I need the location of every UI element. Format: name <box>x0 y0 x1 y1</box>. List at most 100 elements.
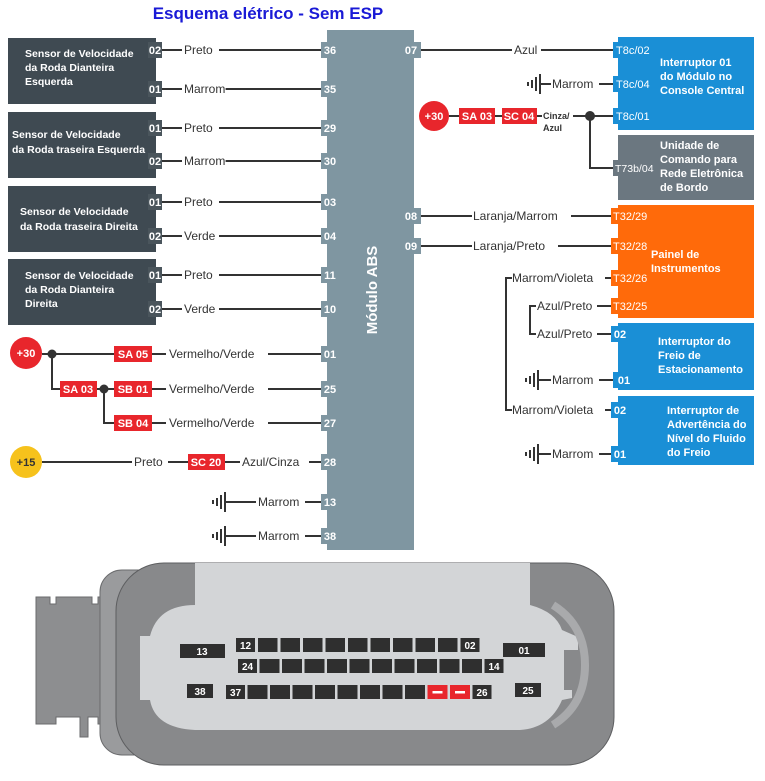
box-label-line: do Módulo no <box>660 71 732 83</box>
box-label-line: do Freio <box>667 447 711 459</box>
sensor-pin-number: 01 <box>149 197 161 209</box>
box-label-line: de Bordo <box>660 182 709 194</box>
module-pin-tab <box>321 528 339 544</box>
connector-pin <box>259 659 280 673</box>
connector-pin <box>282 659 302 673</box>
connector-pin-tab <box>613 160 658 176</box>
sensor-pin-tab <box>148 228 162 244</box>
wire-color-label: Marrom/Violeta <box>512 403 593 417</box>
module-pin-tab <box>321 494 339 510</box>
module-pin-number: 35 <box>324 84 336 96</box>
sensor-box <box>8 112 156 178</box>
box-label-line: Painel de <box>651 249 699 261</box>
minus-icon <box>432 691 443 694</box>
wire-color-label: Preto <box>184 268 213 282</box>
connector-pin-number: 12 <box>240 641 252 652</box>
wire <box>51 354 60 390</box>
connector-pin <box>484 659 504 673</box>
connector-pin-tab <box>613 76 653 92</box>
sensor-pin-tab <box>148 267 162 283</box>
wire-color-label: Vermelho/Verde <box>169 416 255 430</box>
connector-pin-tab <box>611 446 629 462</box>
connector-pin-label: T32/25 <box>613 301 647 313</box>
box-label-line: Nível do Fluido <box>667 433 746 445</box>
wire-color-label: Azul/Preto <box>537 299 593 313</box>
box-label-line: Advertência do <box>667 419 747 431</box>
module-pin-number: 08 <box>405 211 417 223</box>
connector-pin-number: 24 <box>242 662 254 673</box>
wire-color-label: Marrom <box>552 447 593 461</box>
connector-pin-label: T32/26 <box>613 273 647 285</box>
connector-pin <box>370 638 390 652</box>
sensor-pin-number: 01 <box>149 84 161 96</box>
wire-color-label: Marrom <box>184 154 225 168</box>
module-pin-number: 27 <box>324 418 336 430</box>
connector-pin <box>372 659 392 673</box>
connector-pin <box>394 659 415 673</box>
sensor-pin-number: 01 <box>149 270 161 282</box>
wire-color-label: Azul <box>543 123 562 133</box>
connector-pin-number: 02 <box>464 641 476 652</box>
fuse-label: SC 04 <box>504 111 535 123</box>
connector-pin <box>462 659 482 673</box>
connector-pin <box>439 659 460 673</box>
plus15-label: +15 <box>17 457 36 469</box>
connector-pin <box>292 685 313 699</box>
connector-pin-number: 01 <box>518 646 530 657</box>
sensor-label-line: Sensor de Velocidade <box>25 48 134 60</box>
connector-pin-number: 26 <box>476 688 488 699</box>
connector-pin <box>315 685 335 699</box>
sensor-pin-tab <box>148 153 162 169</box>
wire-color-label: Preto <box>184 43 213 57</box>
sensor-pin-tab <box>148 301 162 317</box>
sensor-label-line: Sensor de Velocidade <box>12 129 121 141</box>
fuse-sb01 <box>114 381 152 397</box>
plus30-label: +30 <box>17 348 36 360</box>
module-pin-number: 28 <box>324 457 336 469</box>
connector-pin <box>187 684 213 698</box>
sensor-pin-tab <box>148 194 162 210</box>
connector-pin <box>472 685 492 699</box>
module-pin-tab <box>402 42 421 58</box>
module-pin-number: 04 <box>324 231 337 243</box>
connector-key <box>550 601 590 729</box>
connector-pin-label: T8c/04 <box>616 79 650 91</box>
module-pin-number: 36 <box>324 45 336 57</box>
connector-pin-number: 14 <box>488 662 500 673</box>
wire <box>505 277 512 411</box>
connector-pin <box>515 683 541 697</box>
module-pin-tab <box>321 301 339 317</box>
connector-pin-number: 13 <box>196 647 208 658</box>
module-pin-number: 38 <box>324 531 336 543</box>
connector-pin <box>280 638 300 652</box>
connector-pin <box>337 685 358 699</box>
fuse-sa05 <box>114 346 152 362</box>
connector-pin-tab <box>611 270 651 286</box>
fuse-label: SA 03 <box>63 384 93 396</box>
wire-color-label: Marrom <box>184 82 225 96</box>
connector-pin <box>238 659 257 673</box>
wire <box>103 389 114 424</box>
connector-pin-label: 02 <box>614 329 626 341</box>
wire-color-label: Marrom <box>258 529 299 543</box>
fuse-label: SA 03 <box>462 111 492 123</box>
connector-pin <box>247 685 268 699</box>
connector-pin <box>405 685 425 699</box>
connector-pin-tab <box>611 326 629 342</box>
connector-pin-tab <box>613 42 653 58</box>
sensor-rear-right: Sensor de Velocidade da Roda traseira Di… <box>8 186 156 252</box>
box-label-line: Instrumentos <box>651 263 721 275</box>
connector-pin-label: T73b/04 <box>615 163 654 175</box>
module-pin-number: 30 <box>324 156 336 168</box>
sensor-pin-tab <box>148 81 162 97</box>
fuse-label: SB 01 <box>118 384 149 396</box>
connector-latch <box>35 596 107 738</box>
abs-module <box>327 30 414 550</box>
connector-pin <box>503 643 545 657</box>
sensor-label-line: Esquerda <box>25 76 73 88</box>
wire <box>529 305 536 335</box>
connector-pin-label: T32/29 <box>613 211 647 223</box>
